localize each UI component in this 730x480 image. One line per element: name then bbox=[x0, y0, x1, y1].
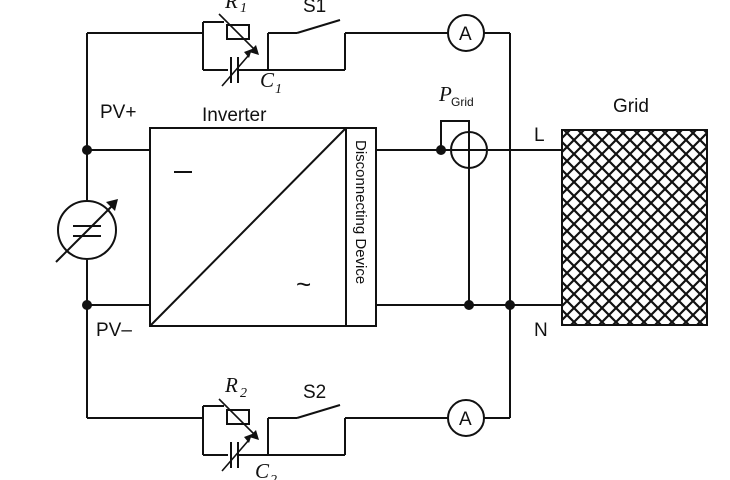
power-meter-symbol bbox=[440, 120, 488, 169]
c1-label: C bbox=[260, 68, 275, 92]
main-wiring bbox=[86, 32, 562, 419]
c2-subscript: 2 bbox=[270, 473, 277, 480]
r2-label: R bbox=[224, 373, 238, 397]
pv-minus-label: PV– bbox=[96, 320, 132, 341]
disconnecting-device-label: Disconnecting Device bbox=[352, 140, 369, 284]
line-terminal-label: L bbox=[534, 125, 545, 146]
top-ammeter-label: A bbox=[459, 24, 472, 45]
c1-subscript: 1 bbox=[275, 82, 282, 97]
r1-label: R bbox=[224, 0, 238, 13]
p-grid-subscript: Grid bbox=[451, 95, 474, 109]
r2-subscript: 2 bbox=[240, 386, 247, 401]
disconnecting-device-box bbox=[345, 127, 377, 327]
s2-switch[interactable] bbox=[268, 404, 346, 456]
neutral-terminal-label: N bbox=[534, 320, 548, 341]
s1-label: S1 bbox=[303, 0, 326, 17]
ac-symbol: ~ bbox=[296, 269, 311, 299]
s2-label: S2 bbox=[303, 382, 326, 403]
junction-dots bbox=[82, 145, 515, 310]
inverter-label: Inverter bbox=[202, 105, 267, 126]
bottom-ammeter-label: A bbox=[459, 409, 472, 430]
c2-label: C bbox=[255, 459, 270, 480]
r1-subscript: 1 bbox=[240, 1, 247, 16]
bottom-rc-network bbox=[202, 398, 269, 472]
p-grid-label: P bbox=[438, 82, 452, 106]
pv-source-symbol bbox=[55, 199, 118, 263]
grid-hatched-box bbox=[561, 129, 708, 326]
grid-label: Grid bbox=[613, 96, 649, 117]
bottom-ammeter: A bbox=[447, 399, 485, 437]
top-rc-network bbox=[202, 13, 269, 87]
top-ammeter: A bbox=[447, 14, 485, 52]
s1-switch[interactable] bbox=[268, 19, 346, 71]
inverter-box bbox=[149, 127, 347, 327]
pv-plus-label: PV+ bbox=[100, 102, 136, 123]
